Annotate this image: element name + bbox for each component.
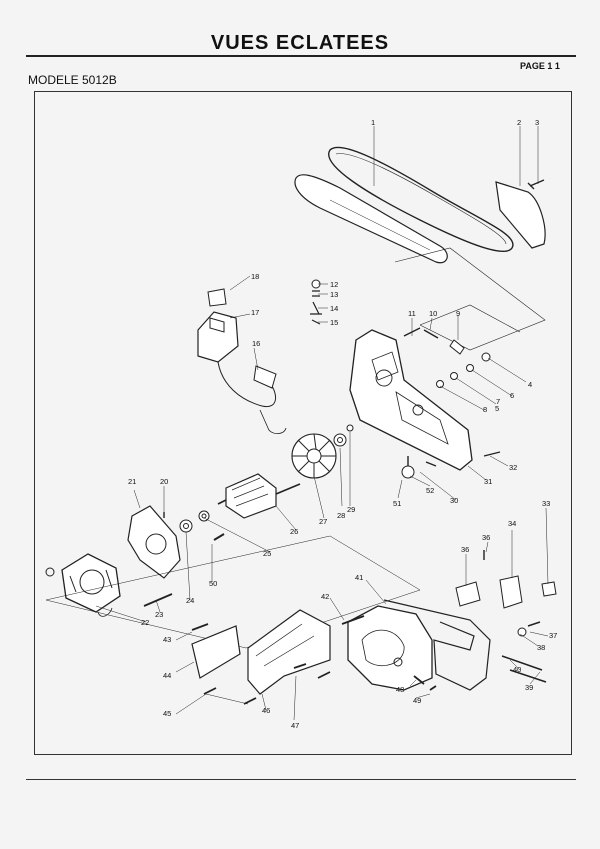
part-label: 18 [251,272,259,281]
part-label: 20 [160,477,168,486]
part-label: 27 [319,517,327,526]
fan-part [291,433,337,479]
part-label: 52 [426,486,434,495]
armature-part [225,473,277,519]
part-label: 32 [509,463,517,472]
part-label: 10 [429,309,437,318]
chain-cover [495,181,546,249]
handle-part [347,605,433,691]
part-label: 8 [483,405,487,414]
part-label: 51 [393,499,401,508]
page-title: VUES ECLATEES [210,32,390,54]
side-handle [247,609,331,695]
part-label: 28 [337,511,345,520]
part-label: 11 [408,309,416,318]
part-label: 48 [396,685,404,694]
part-label: 13 [330,290,338,299]
switch-body [197,311,239,363]
part-label: 4 [528,380,532,389]
part-label: 17 [251,308,259,317]
side-cover [191,625,241,679]
part-label: 41 [355,573,363,582]
model-label: MODELE 5012B [28,73,117,87]
part-label: 31 [484,477,492,486]
guide-bar [294,174,448,264]
part-label: 50 [209,579,217,588]
part-label: 49 [413,696,421,705]
part-label: 40 [513,665,521,674]
page-number: PAGE 1 1 [520,61,560,71]
part-label: 36 [482,533,490,542]
part-label: 3 [535,118,539,127]
part-label: 15 [330,318,338,327]
switch-knob [207,288,227,307]
part-label: 36 [461,545,469,554]
motor-housing [349,329,473,471]
part-label: 16 [252,339,260,348]
bearing-plate [127,505,181,579]
diagram-frame [34,91,572,755]
part-label: 44 [163,671,171,680]
part-label: 24 [186,596,194,605]
part-label: 6 [510,391,514,400]
part-label: 5 [495,404,499,413]
title-rule [26,55,576,57]
part-label: 26 [290,527,298,536]
part-label: 22 [141,618,149,627]
bottom-rule [26,779,576,780]
part-label: 46 [262,706,270,715]
part-label: 38 [537,643,545,652]
part-label: 12 [330,280,338,289]
part-label: 21 [128,477,136,486]
part-label: 47 [291,721,299,730]
part-label: 29 [347,505,355,514]
rear-handle [383,599,491,691]
part-label: 33 [542,499,550,508]
part-label: 45 [163,709,171,718]
chain-part [328,146,514,252]
part-label: 9 [456,309,460,318]
part-label: 30 [450,496,458,505]
stator-part [61,553,121,613]
part-label: 39 [525,683,533,692]
part-label: 42 [321,592,329,601]
part-label: 2 [517,118,521,127]
part-label: 43 [163,635,171,644]
part-label: 25 [263,549,271,558]
part-label: 34 [508,519,516,528]
part-label: 1 [371,118,375,127]
part-label: 23 [155,610,163,619]
part-label: 37 [549,631,557,640]
part-label: 14 [330,304,338,313]
part-label: 7 [496,397,500,406]
